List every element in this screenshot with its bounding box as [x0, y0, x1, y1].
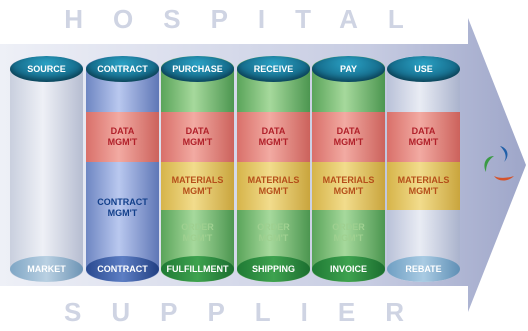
column-top-label: CONTRACT [86, 56, 159, 82]
column-bottom-label: REBATE [387, 256, 460, 282]
column-bottom-label: FULFILLMENT [161, 256, 234, 282]
supplier-title: SUPPLIER [63, 297, 435, 327]
column-bottom-label: SHIPPING [237, 256, 310, 282]
column-source: SOURCE MARKET [10, 56, 83, 282]
column-top-label: SOURCE [10, 56, 83, 82]
column-top-label: PAY [312, 56, 385, 82]
column-top-label: RECEIVE [237, 56, 310, 82]
column-bottom-label: CONTRACT [86, 256, 159, 282]
column-bottom-label: MARKET [10, 256, 83, 282]
hospital-title: HOSPITAL [64, 4, 434, 34]
column-bottom-label: INVOICE [312, 256, 385, 282]
swirl-logo [484, 146, 514, 181]
column-top-label: USE [387, 56, 460, 82]
column-top-label: PURCHASE [161, 56, 234, 82]
